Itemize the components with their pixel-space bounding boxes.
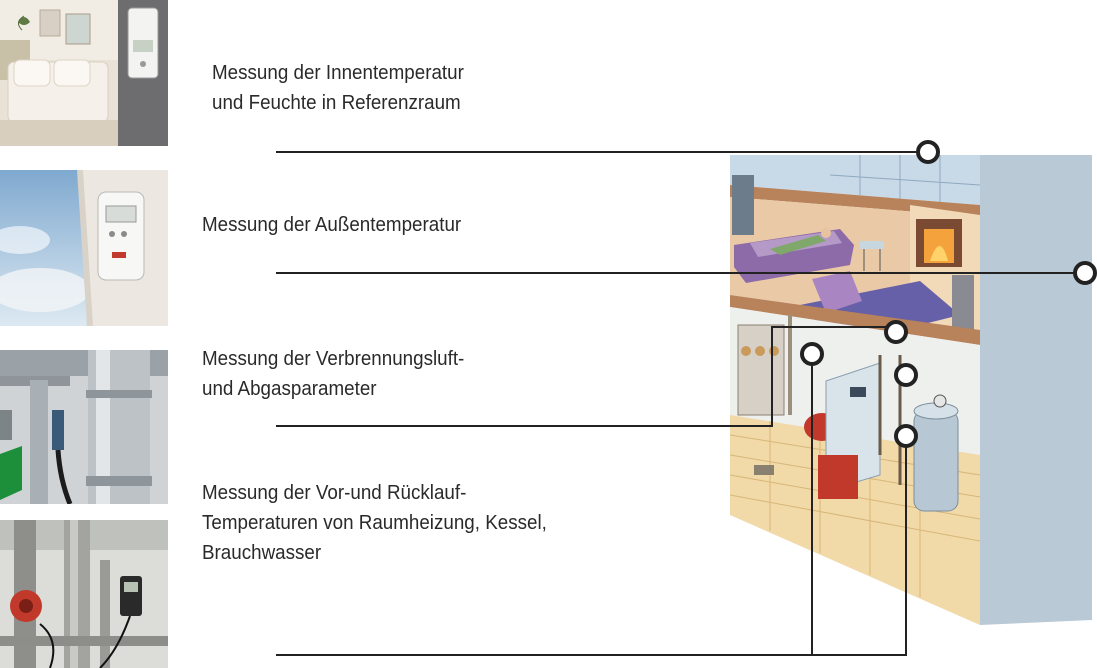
sensor-marker-flow-2 [894,363,918,387]
caption-line: Messung der Innentemperatur [212,62,464,84]
sensor-marker-indoor [916,140,940,164]
caption-flue-gas-measurement: Messung der Verbrennungsluft- und Abgasp… [202,344,464,404]
leader-line-flue-gas [276,326,886,427]
outdoor-sensor-photo [0,170,168,326]
leader-line-flow-return [276,446,907,656]
caption-outdoor-measurement: Messung der Außentemperatur [202,210,461,240]
heating-pipes-photo [0,520,168,668]
sensor-marker-flue-gas [884,320,908,344]
caption-line: und Feuchte in Referenzraum [212,92,461,114]
caption-line: Messung der Außentemperatur [202,214,462,236]
caption-line: und Abgasparameter [202,378,377,400]
caption-line: Brauchwasser [202,542,322,564]
sensor-marker-flow-3 [894,424,918,448]
caption-flow-return-measurement: Messung der Vor-und Rücklauf- Temperatur… [202,478,547,568]
sensor-marker-flow-1 [800,342,824,366]
caption-line: Temperaturen von Raumheizung, Kessel, [202,512,547,534]
caption-indoor-measurement: Messung der Innentemperatur und Feuchte … [212,58,464,118]
sensor-marker-outdoor [1073,261,1097,285]
caption-line: Messung der Verbrennungsluft- [202,348,465,370]
caption-line: Messung der Vor-und Rücklauf- [202,482,467,504]
room-sensor-photo [0,0,168,146]
flue-gas-photo [0,350,168,504]
